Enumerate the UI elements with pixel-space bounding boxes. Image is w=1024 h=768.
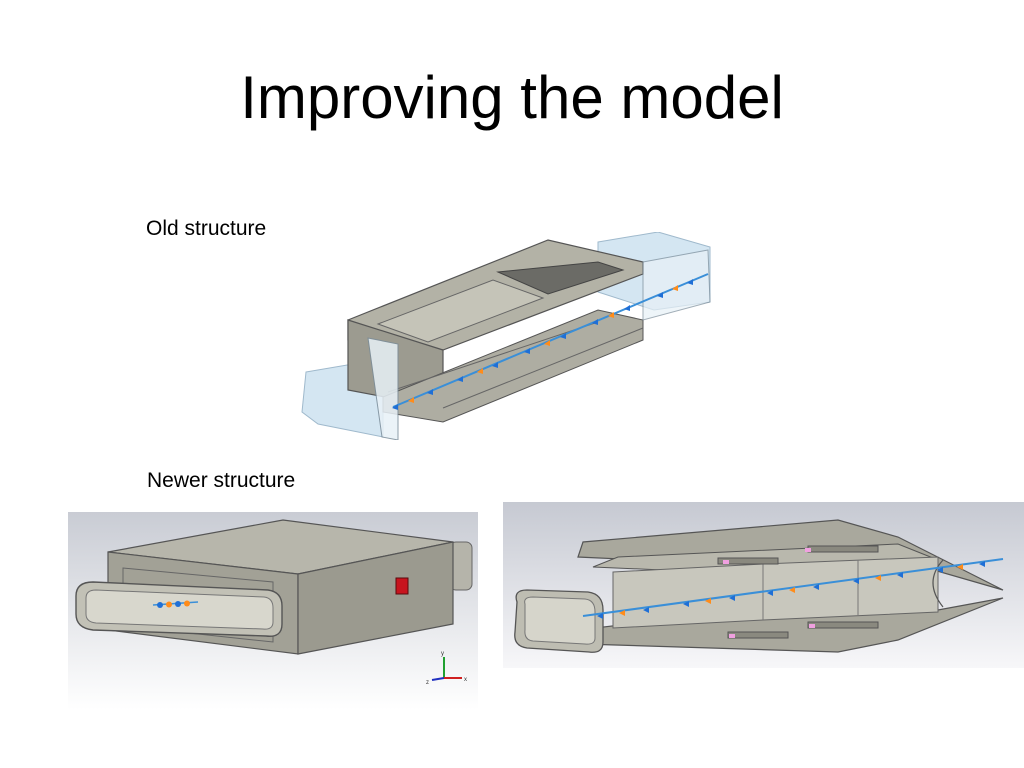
cut-plane [367,337,399,440]
beam-particles [392,279,693,410]
newer-structure-cutaway-render-icon [503,502,1024,668]
port-marker [395,577,409,595]
axis-z-label: z [426,680,429,686]
newer-structure-image-closed: y z x [68,512,478,710]
newer-structure-caption: Newer structure [147,469,296,492]
old-structure-render-icon [301,232,711,440]
beam-particles [157,600,190,608]
cavity-recess [376,279,545,343]
axis-x-label: x [464,677,467,683]
beam-line [582,558,1004,617]
newer-structure-image-cutaway [503,502,1024,668]
old-structure-caption: Old structure [146,217,267,240]
slide-title: Improving the model [240,64,784,131]
beam-line [392,273,709,408]
axis-y-label: y [441,651,444,657]
beam-particles [597,561,985,619]
newer-structure-closed-render-icon: y z x [68,512,478,710]
old-structure-image [298,232,718,440]
cavity-inner [496,261,625,295]
box-side [297,541,454,655]
axis-triad: y z x [426,651,467,686]
